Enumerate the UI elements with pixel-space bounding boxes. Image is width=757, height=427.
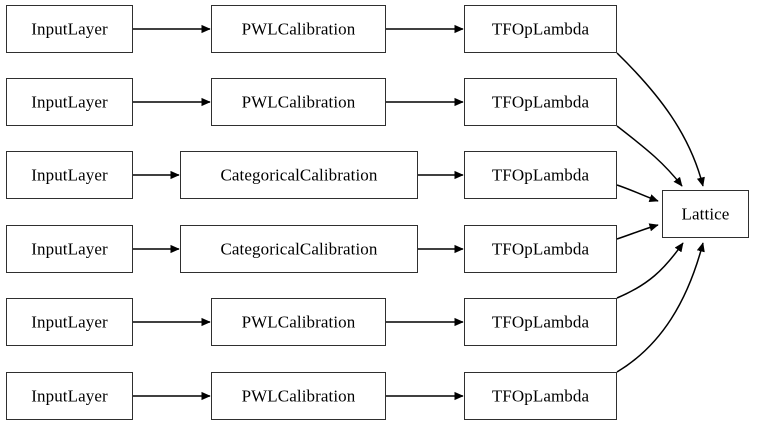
node-input-layer-3[interactable]: InputLayer [6, 151, 133, 199]
node-label: InputLayer [31, 312, 108, 331]
edge-lambda2-lattice [616, 125, 683, 187]
edge-lambda1-lattice [616, 52, 705, 187]
node-label: TFOpLambda [491, 386, 590, 405]
node-tfoplambda-2[interactable]: TFOpLambda [464, 78, 617, 126]
node-label: PWLCalibration [241, 386, 356, 405]
node-label: TFOpLambda [491, 92, 590, 111]
node-input-layer-5[interactable]: InputLayer [6, 298, 133, 346]
node-label: InputLayer [31, 19, 108, 38]
node-calibration-5[interactable]: PWLCalibration [211, 298, 386, 346]
node-label: TFOpLambda [491, 312, 590, 331]
node-label: CategoricalCalibration [220, 239, 378, 258]
node-label: PWLCalibration [241, 312, 356, 331]
edge-lambda3-lattice [616, 184, 659, 202]
node-label: TFOpLambda [491, 239, 590, 258]
node-label: InputLayer [31, 386, 108, 405]
node-input-layer-4[interactable]: InputLayer [6, 225, 133, 273]
node-calibration-6[interactable]: PWLCalibration [211, 372, 386, 420]
node-label: PWLCalibration [241, 92, 356, 111]
node-label: InputLayer [31, 165, 108, 184]
node-lattice[interactable]: Lattice [662, 190, 749, 238]
node-input-layer-1[interactable]: InputLayer [6, 5, 133, 53]
edge-lambda4-lattice [616, 223, 659, 240]
node-tfoplambda-1[interactable]: TFOpLambda [464, 5, 617, 53]
node-input-layer-2[interactable]: InputLayer [6, 78, 133, 126]
node-calibration-4[interactable]: CategoricalCalibration [180, 225, 418, 273]
node-label: InputLayer [31, 239, 108, 258]
node-calibration-3[interactable]: CategoricalCalibration [180, 151, 418, 199]
node-label: TFOpLambda [491, 19, 590, 38]
node-label: PWLCalibration [241, 19, 356, 38]
node-label: TFOpLambda [491, 165, 590, 184]
node-label: Lattice [681, 204, 730, 223]
node-label: InputLayer [31, 92, 108, 111]
node-input-layer-6[interactable]: InputLayer [6, 372, 133, 420]
node-calibration-2[interactable]: PWLCalibration [211, 78, 386, 126]
node-tfoplambda-5[interactable]: TFOpLambda [464, 298, 617, 346]
node-tfoplambda-3[interactable]: TFOpLambda [464, 151, 617, 199]
edge-lambda6-lattice [616, 242, 705, 373]
node-tfoplambda-4[interactable]: TFOpLambda [464, 225, 617, 273]
node-calibration-1[interactable]: PWLCalibration [211, 5, 386, 53]
edge-lambda5-lattice [616, 242, 684, 299]
node-tfoplambda-6[interactable]: TFOpLambda [464, 372, 617, 420]
node-label: CategoricalCalibration [220, 165, 378, 184]
